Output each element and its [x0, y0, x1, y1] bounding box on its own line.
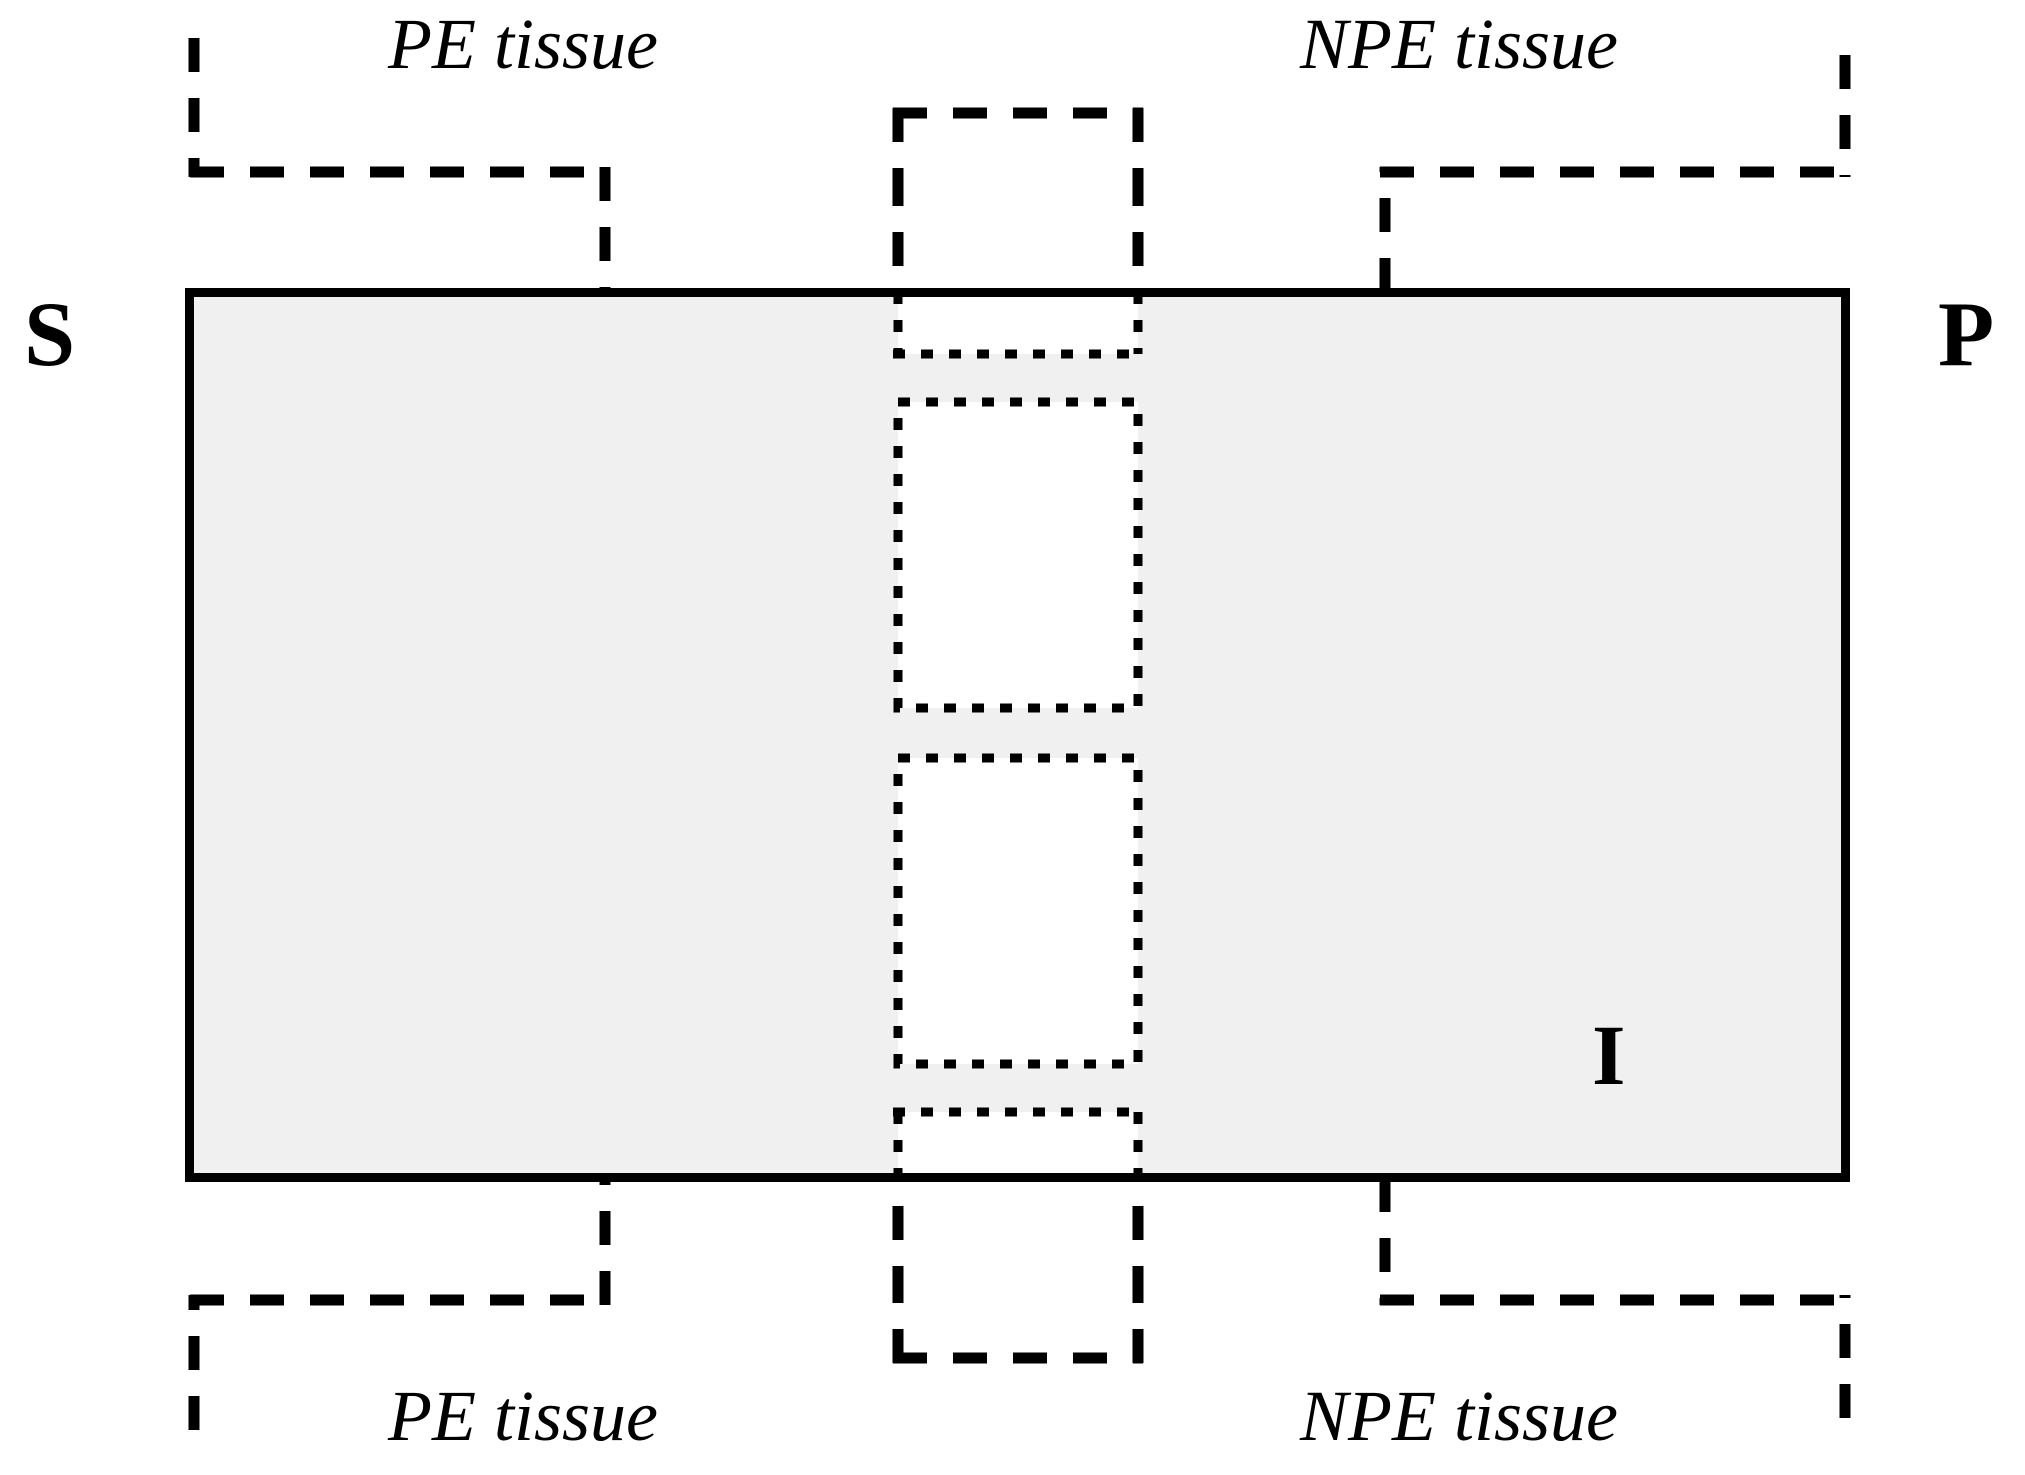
inclusion-lower [893, 753, 1143, 1069]
bracket-center-top [892, 107, 1144, 177]
inclusion-bottom-partial [893, 1107, 1143, 1182]
bracket-top-drops [892, 172, 1144, 292]
domain-rectangle-outline [185, 288, 1850, 1182]
inclusion-top-partial [893, 288, 1143, 359]
label-s-boundary: S [24, 283, 76, 385]
bracket-center-bottom [892, 1295, 1144, 1364]
bracket-pe-tissue-bottom [188, 1178, 611, 1430]
inclusion-upper [893, 397, 1143, 713]
bracket-npe-tissue-top [1379, 55, 1851, 292]
label-pe-tissue-bottom: PE tissue [388, 1376, 658, 1456]
label-pe-tissue-top: PE tissue [388, 4, 658, 84]
label-p-boundary: P [1938, 283, 1995, 385]
bracket-npe-tissue-bottom [1379, 1178, 1851, 1418]
label-npe-tissue-top: NPE tissue [1300, 4, 1618, 84]
bracket-pe-tissue-top [188, 38, 611, 292]
label-npe-tissue-bottom: NPE tissue [1300, 1376, 1618, 1456]
bracket-bottom-drops [892, 1178, 1144, 1300]
label-i-interior: I [1592, 1007, 1626, 1103]
